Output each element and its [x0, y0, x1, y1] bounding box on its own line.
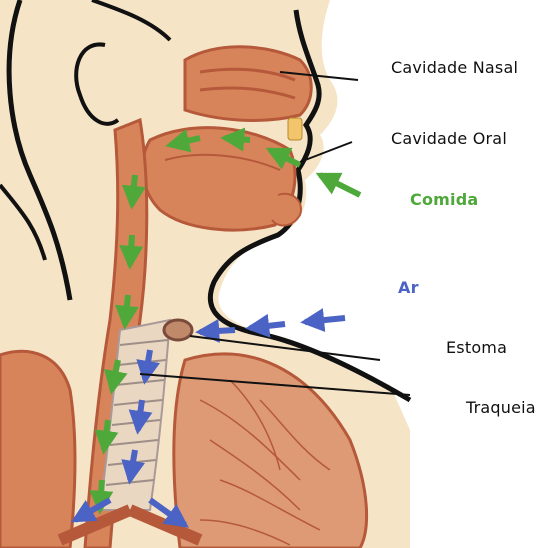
label-comida: Comida	[410, 190, 478, 209]
oral-cavity-shape	[143, 128, 295, 230]
left-lung	[0, 351, 75, 548]
stoma-opening	[164, 320, 192, 340]
label-estoma: Estoma	[446, 338, 507, 357]
label-cavidade-nasal: Cavidade Nasal	[391, 58, 518, 77]
nasal-cavity-shape	[185, 47, 311, 121]
label-traqueia: Traqueia	[466, 398, 536, 417]
label-ar: Ar	[398, 278, 419, 297]
label-cavidade-oral: Cavidade Oral	[391, 129, 507, 148]
